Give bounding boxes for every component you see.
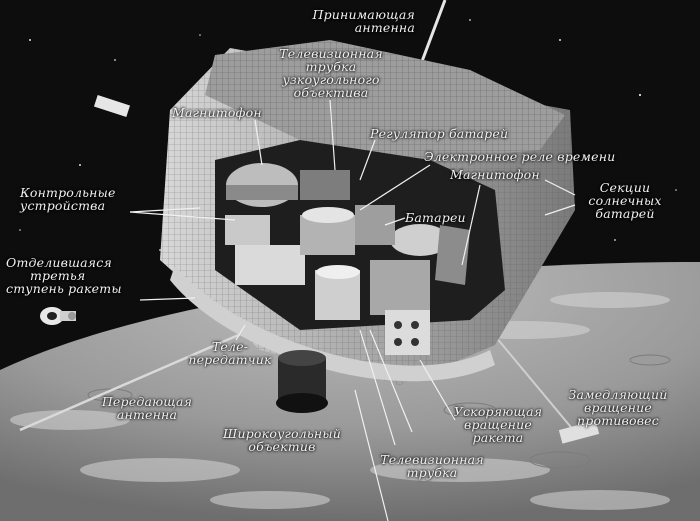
label-wide-angle-lens: Широкоугольный объектив	[223, 426, 341, 454]
label-third-stage: Отделившаяся третья ступень ракеты	[6, 255, 122, 296]
label-batteries: Батареи	[405, 210, 466, 225]
weight-rod	[489, 329, 576, 433]
third-stage-rocket	[40, 307, 76, 325]
label-solar-sections: Секции солнечных батарей	[588, 180, 662, 221]
counter-weight	[558, 420, 600, 444]
pointer-lines	[129, 99, 576, 521]
label-tv-tube-bottom: Телевизионная трубка	[380, 452, 484, 480]
earth-craters	[87, 354, 671, 469]
label-battery-regulator: Регулятор батарей	[370, 126, 509, 141]
label-tv-tube-narrow-lens: Телевизионная трубка узкоугольного объек…	[279, 46, 383, 100]
detached-panel	[93, 95, 131, 117]
label-control-devices: Контрольные устройства	[20, 185, 116, 213]
label-tape-recorder-right: Магнитофон	[450, 167, 540, 182]
label-decelerating-weight: Замедляющий вращение противовес	[568, 387, 668, 428]
earth-clouds	[10, 292, 670, 510]
label-accelerating-rocket: Ускоряющая вращение ракета	[453, 404, 543, 445]
satellite-body	[160, 40, 575, 385]
label-receiving-antenna: Принимающая антенна	[312, 7, 415, 35]
label-transmitter: Теле- передатчик	[188, 339, 272, 367]
label-tape-recorder-top: Магнитофон	[172, 105, 262, 120]
label-transmitting-antenna: Передающая антенна	[101, 394, 193, 422]
label-electronic-relay: Электронное реле времени	[424, 149, 616, 164]
wide-angle-lens	[276, 350, 328, 413]
stars	[19, 19, 677, 251]
transmitting-antenna-rod	[19, 328, 251, 432]
